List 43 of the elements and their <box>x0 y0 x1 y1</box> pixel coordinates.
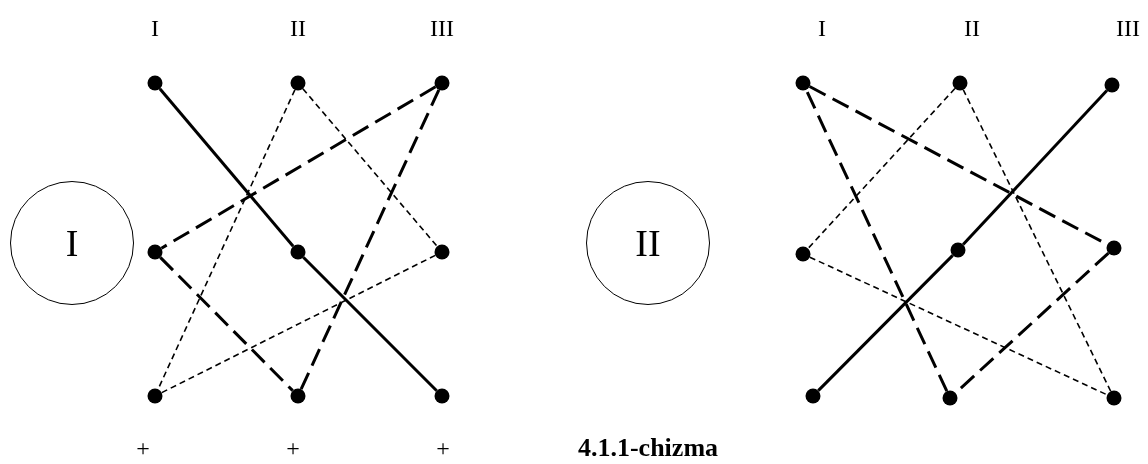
connecting-line <box>299 89 441 390</box>
plus-sign: + <box>136 435 150 461</box>
connecting-line <box>160 85 437 250</box>
point-dot <box>795 246 811 262</box>
column-label: III <box>430 15 454 41</box>
column-label: III <box>1116 15 1140 41</box>
point-dot <box>434 244 450 260</box>
point-dot <box>147 75 163 91</box>
plus-sign: + <box>436 435 450 461</box>
point-dot <box>1104 77 1120 93</box>
connecting-line <box>158 87 295 248</box>
column-label: II <box>964 15 980 41</box>
connecting-line <box>962 89 1108 246</box>
connecting-line <box>807 87 956 250</box>
point-dot <box>950 242 966 258</box>
point-dot <box>1106 240 1122 256</box>
connecting-line <box>809 256 1108 396</box>
point-dot <box>290 244 306 260</box>
column-label: I <box>151 15 159 41</box>
connecting-line <box>817 254 954 392</box>
column-label: I <box>818 15 826 41</box>
circle-label: I <box>65 223 79 263</box>
column-label: II <box>290 15 306 41</box>
point-dot <box>952 75 968 91</box>
point-dot <box>290 75 306 91</box>
point-dot <box>147 244 163 260</box>
point-dot <box>795 75 811 91</box>
connecting-line <box>302 87 438 248</box>
point-dot <box>434 388 450 404</box>
connecting-line <box>302 256 438 392</box>
circle-label: II <box>635 223 661 263</box>
figure-caption: 4.1.1-chizma <box>577 434 719 462</box>
point-dot <box>434 75 450 91</box>
point-dot <box>290 388 306 404</box>
connecting-line <box>160 254 437 394</box>
connecting-line <box>804 89 949 392</box>
connecting-line <box>159 256 294 392</box>
point-dot <box>1106 390 1122 406</box>
plus-sign: + <box>286 435 300 461</box>
point-dot <box>805 388 821 404</box>
connecting-line <box>962 88 1112 393</box>
point-dot <box>942 390 958 406</box>
point-dot <box>147 388 163 404</box>
